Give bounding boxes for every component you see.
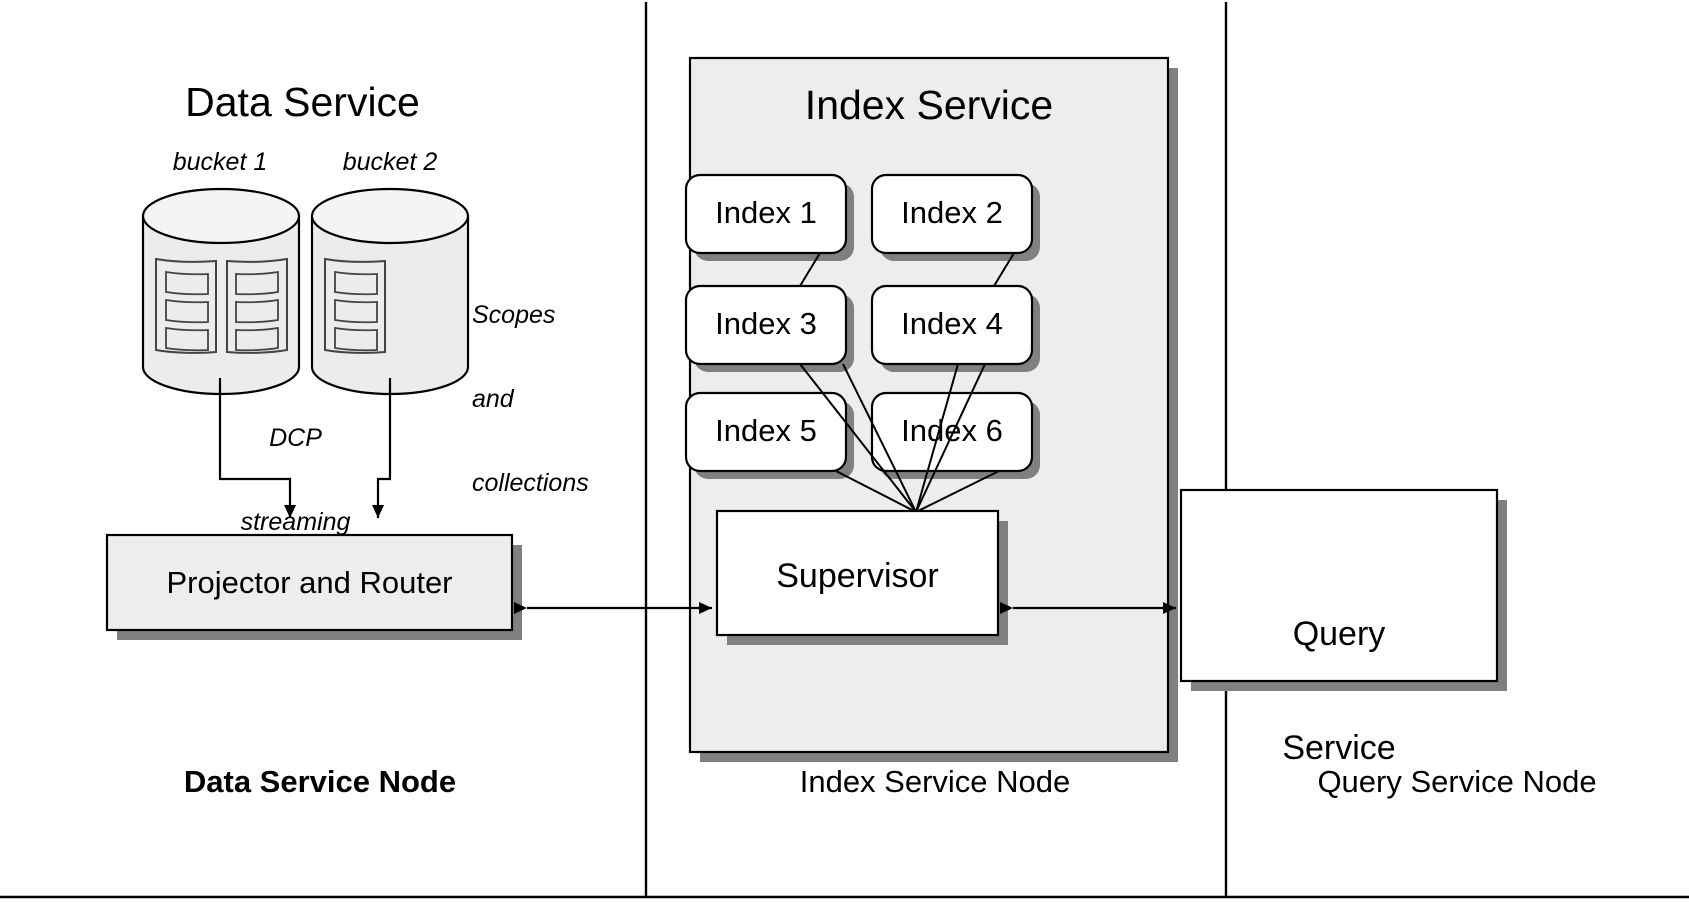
dcp-streaming-connectors: [218, 378, 392, 518]
dcp-line-1: DCP: [269, 424, 322, 452]
query-service-box[interactable]: [1179, 488, 1507, 691]
index-supervisor-links: [799, 363, 1000, 513]
supervisor-box[interactable]: [715, 509, 1008, 645]
index-chain-links: [799, 252, 1015, 287]
bucket-1-cylinder: [141, 187, 301, 396]
index-box-2[interactable]: [870, 173, 1040, 261]
bucket-2-label: bucket 2: [342, 148, 438, 176]
index-box-3[interactable]: [684, 284, 854, 372]
node-label-data-service: Data Service Node: [183, 764, 457, 799]
dcp-line-2: streaming: [240, 508, 351, 536]
bucket-2-cylinder: [310, 187, 470, 396]
scopes-line-2: and: [472, 385, 514, 413]
projector-router-box[interactable]: [105, 533, 522, 640]
query-service-label: Query Service: [1181, 539, 1497, 844]
index-box-4-label: Index 4: [901, 306, 1003, 341]
index-box-1[interactable]: [684, 173, 854, 261]
supervisor-label: Supervisor: [776, 557, 939, 595]
query-service-line-2: Service: [1282, 729, 1396, 768]
bucket-1-label: bucket 1: [172, 148, 268, 176]
index-box-5[interactable]: [684, 391, 854, 479]
index-box-1-label: Index 1: [715, 195, 817, 230]
query-service-line-1: Query: [1292, 615, 1386, 654]
index-box-3-label: Index 3: [715, 306, 817, 341]
index-service-title: Index Service: [804, 82, 1054, 128]
index-box-6[interactable]: [870, 391, 1040, 479]
index-box-5-label: Index 5: [715, 413, 817, 448]
scopes-collections-annotation: Scopes and collections: [472, 245, 589, 553]
index-box-4[interactable]: [870, 284, 1040, 372]
data-service-title: Data Service: [185, 79, 420, 125]
index-box-6-label: Index 6: [901, 413, 1003, 448]
node-label-query-service: Query Service Node: [1317, 764, 1597, 799]
scopes-line-3: collections: [472, 469, 589, 497]
scopes-line-1: Scopes: [472, 301, 556, 329]
node-label-index-service: Index Service Node: [799, 764, 1071, 799]
index-box-2-label: Index 2: [901, 195, 1003, 230]
projector-router-label: Projector and Router: [166, 565, 453, 600]
dcp-streaming-annotation: DCP streaming: [228, 368, 363, 592]
